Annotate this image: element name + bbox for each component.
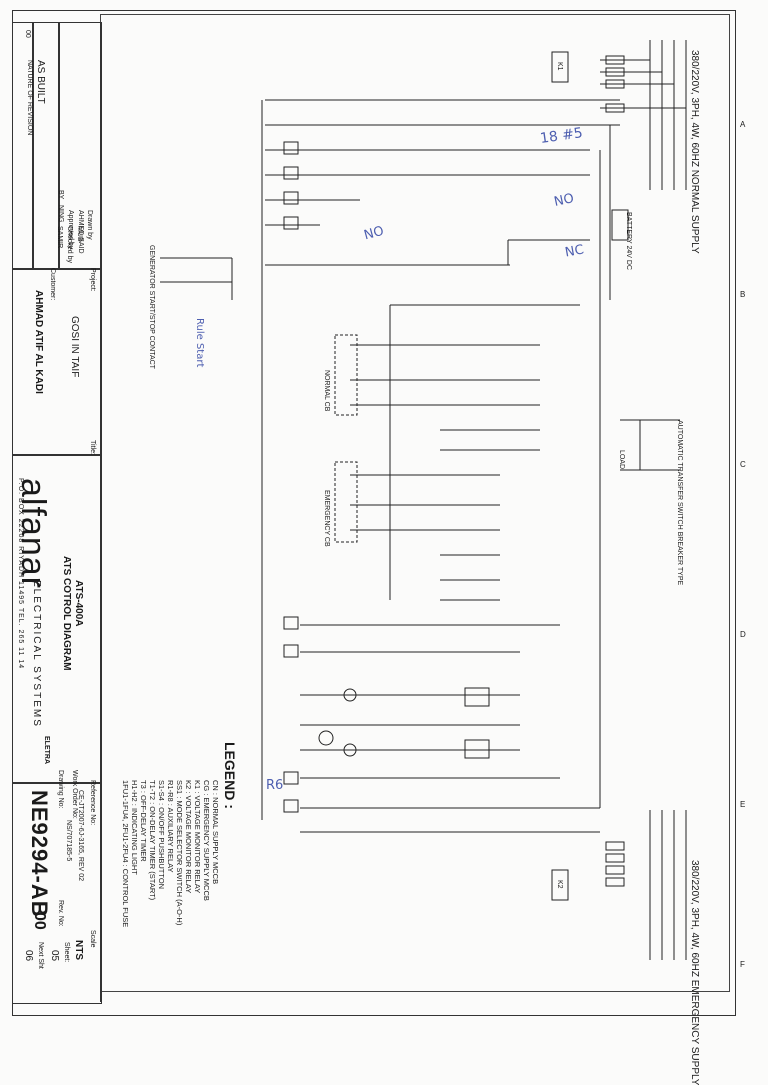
drawn-by-value: MUB [76, 226, 83, 242]
next-sheet-value: 06 [23, 950, 34, 962]
nature-of-revision: NATURE OF REVISION [26, 60, 33, 136]
work-order-value: NS/707185-5 [65, 820, 72, 862]
project-cell [12, 268, 102, 456]
hand-note-3: NC [563, 242, 585, 261]
title-block [12, 22, 102, 1004]
k1-label: K1 [556, 62, 563, 71]
grid-row-f: F [740, 960, 745, 969]
company-division: ELECTRICAL SYSTEMS [31, 580, 42, 728]
title-line-1: ATS-400A [73, 580, 84, 627]
battery-label: BATTERY 24V DC [625, 212, 632, 270]
sheet-value: 05 [49, 950, 60, 962]
legend-item: K2 : VOLTAGE MONITOR RELAY [184, 780, 193, 894]
rev-by-value: NING [57, 205, 64, 223]
hand-note-6: Rule Start [194, 318, 205, 368]
normal-cb-label: NORMAL CB [323, 370, 330, 412]
scale-value: NTS [73, 940, 84, 960]
legend-item: 1FU1-1FU4, 2FU1-2FU4 : CONTROL FUSE [121, 780, 130, 928]
project-name: GOSI IN TAIF [69, 316, 80, 378]
ats-label: AUTOMATIC TRANSFER SWITCH BREAKER TYPE [676, 420, 683, 586]
legend-item: T3 : OFF-DELAY TIMER [139, 780, 148, 862]
legend: LEGEND : [222, 742, 238, 809]
legend-item: T1-T2 : ON-DELAY TIMER (START) [148, 780, 157, 901]
normal-supply-label: 380/220V, 3PH, 4W, 60HZ NORMAL SUPPLY [689, 50, 700, 254]
legend-item: CG : EMERGENCY SUPPLY MCCB [202, 780, 211, 901]
grid-row-d: D [740, 630, 746, 639]
title-cell [12, 454, 102, 784]
reference-label: Reference No: [89, 780, 96, 826]
checked-by-label: Checked by [66, 226, 73, 263]
title-label: Title: [89, 440, 96, 455]
rev-number: 00 [31, 912, 48, 930]
legend-item: SS1 : MODE SELECTOR SWITCH (A-O-H) [175, 780, 184, 926]
title-line-2: ATS COTROL DIAGRAM [61, 556, 72, 671]
rev-row [12, 22, 34, 270]
legend-item: K1 : VOLTAGE MONITOR RELAY [193, 780, 202, 894]
grid-row-a: A [740, 120, 746, 129]
legend-item: R1-R8 : AUXILIARY RELAY [166, 780, 175, 873]
drawing-no-label: Drawing No: [57, 770, 64, 809]
company-address: P.O. BOX 22208 RIYADH 11495 TEL. 265 11 … [17, 478, 24, 670]
rev-by-label: BY [57, 190, 64, 200]
emergency-cb-label: EMERGENCY CB [323, 490, 330, 547]
reference-value: CE-JT2007-6J-3165, REV 02 [77, 790, 84, 882]
sheet-label: Sheet: [63, 942, 70, 963]
grid-row-c: C [740, 460, 746, 469]
grid-row-e: E [740, 800, 746, 809]
drawn-by-label: Drawn by [86, 210, 93, 240]
customer-label: Customer: [49, 268, 56, 301]
legend-item: S1-S4 : ON/OFF PUSHBUTTON [157, 780, 166, 890]
drawing-sheet: A B C D E F [12, 10, 746, 1085]
drawing-no-cell [12, 782, 102, 1004]
checked-by-value: SAMIR [56, 226, 63, 249]
legend-title: LEGEND : [222, 742, 238, 809]
rev-description: AS BUILT [35, 60, 46, 104]
rev-people-cell [58, 22, 102, 270]
legend-item: H1-H2 : INDICATING LIGHT [130, 780, 139, 875]
emergency-supply-label: 380/220V, 3PH, 4W, 60HZ EMERGENCY SUPPLY [689, 860, 700, 1085]
generator-contact-label: GENERATOR START/STOP CONTACT [148, 245, 155, 369]
legend-list: CN : NORMAL SUPPLY MCCB CG : EMERGENCY S… [121, 780, 220, 927]
legend-item: CN : NORMAL SUPPLY MCCB [211, 780, 220, 885]
schematic-diagram [160, 40, 687, 960]
next-sheet-label: Next Sht [37, 942, 44, 969]
rev-no-label: Rev. No: [57, 900, 64, 927]
project-label: Project: [89, 268, 96, 292]
rev-no: 00 [24, 30, 31, 38]
rev-desc-cell [32, 22, 60, 270]
hand-note-5: R6 [266, 778, 284, 793]
work-order-label: Work Order No: [71, 770, 78, 819]
k2-label: K2 [556, 880, 563, 889]
drawing-number: NE9294-AB [27, 790, 52, 918]
scale-label: Scale [89, 930, 96, 948]
partner-logo: ELETRA [43, 736, 50, 764]
load-label: LOAD [618, 450, 625, 470]
grid-row-b: B [740, 290, 746, 299]
customer-name: AHMAD ATIF AL KADI [33, 290, 44, 394]
